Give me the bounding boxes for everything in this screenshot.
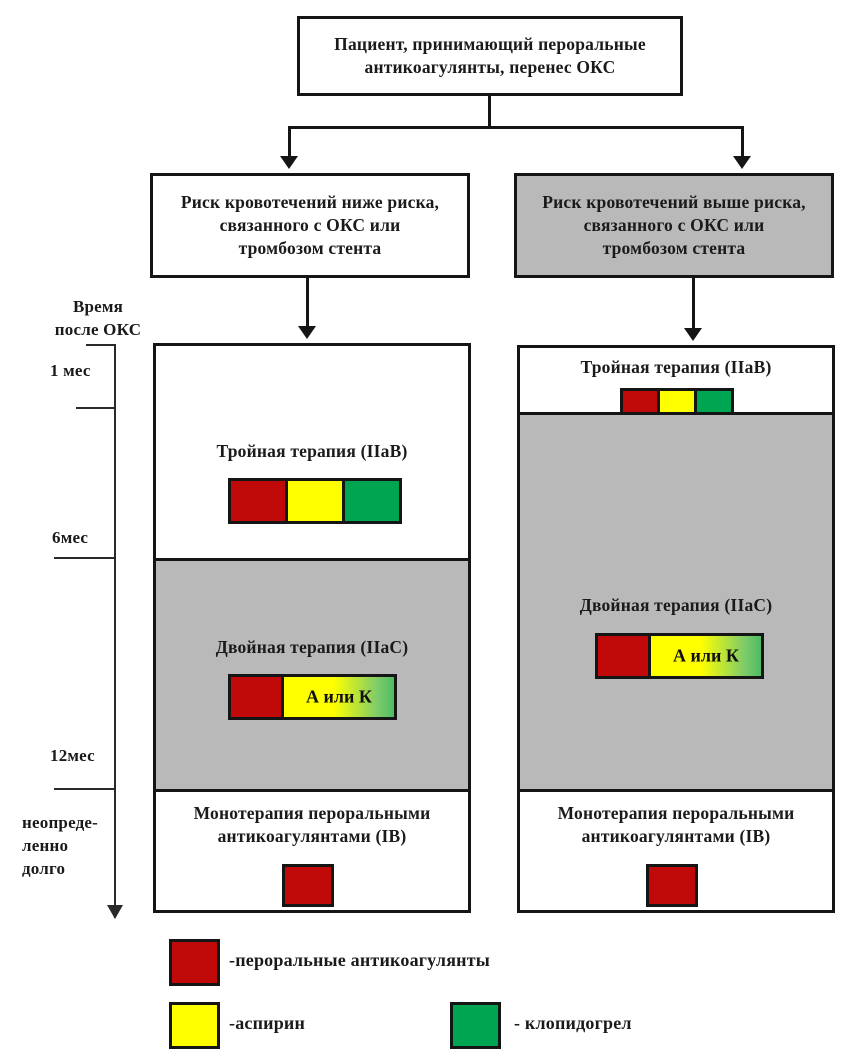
arrowhead-to-low-risk xyxy=(280,156,298,169)
timeline-label-6mes: 6мес xyxy=(52,528,89,547)
chip-oac-red xyxy=(282,864,334,907)
connector-down-left xyxy=(288,126,291,158)
divider-low-risk-triple-dual xyxy=(156,558,468,561)
section-low-risk-triple-title: Тройная терапия (IIaB) xyxy=(216,441,408,461)
timeline-label-1mes: 1 мес xyxy=(50,361,91,380)
arrowhead-high-risk-column xyxy=(684,328,702,341)
legend-label-clopidogrel: - клопидогрел xyxy=(514,1013,632,1033)
timeline-tick-6mes xyxy=(54,557,116,559)
therapy-column-high-risk: Тройная терапия (IIaB) Двойная терапия (… xyxy=(517,345,835,913)
chip-aspirin-or-clopidogrel: А или К xyxy=(648,636,761,676)
divider-high-risk-triple-dual xyxy=(520,412,832,415)
root-connector-stem xyxy=(488,96,491,128)
chips-low-risk-dual: А или К xyxy=(228,674,397,720)
timeline-axis xyxy=(114,344,116,918)
section-low-risk-mono-title: Монотерапия пероральными антикоагулянтам… xyxy=(193,803,431,847)
section-low-risk-mono: Монотерапия пероральными антикоагулянтам… xyxy=(156,792,468,910)
divider-low-risk-dual-mono xyxy=(156,789,468,792)
chips-high-risk-dual: А или К xyxy=(595,633,764,679)
chip-aspirin-or-clopidogrel-label: А или К xyxy=(306,686,372,707)
root-connector-bar xyxy=(288,126,744,129)
timeline-label-12mes: 12мес xyxy=(50,746,95,765)
chip-aspirin-or-clopidogrel-label: А или К xyxy=(673,645,739,666)
legend-swatch-clopidogrel xyxy=(450,1002,501,1049)
chip-clopidogrel-green xyxy=(342,481,399,521)
chip-aspirin-or-clopidogrel: А или К xyxy=(281,677,394,717)
section-high-risk-mono-title: Монотерапия пероральными антикоагулянтам… xyxy=(557,803,795,847)
branch-box-low-risk: Риск кровотечений ниже риска, связанного… xyxy=(150,173,470,278)
divider-high-risk-dual-mono xyxy=(520,789,832,792)
section-high-risk-mono: Монотерапия пероральными антикоагулянтам… xyxy=(520,792,832,910)
section-low-risk-dual: Двойная терапия (IIaC) А или К xyxy=(156,561,468,789)
legend-swatch-aspirin xyxy=(169,1002,220,1049)
legend-label-oac: -пероральные антикоагулянты xyxy=(229,950,491,970)
branch-box-low-risk-label: Риск кровотечений ниже риска, связанного… xyxy=(180,191,440,259)
chip-oac-red xyxy=(231,481,285,521)
chip-oac-red xyxy=(598,636,648,676)
connector-high-risk-to-column xyxy=(692,278,695,330)
connector-down-right xyxy=(741,126,744,158)
section-high-risk-triple: Тройная терапия (IIaB) xyxy=(520,348,832,425)
legend-swatch-oac xyxy=(169,939,220,986)
chips-low-risk-triple xyxy=(228,478,402,524)
chip-aspirin-yellow xyxy=(285,481,342,521)
arrowhead-low-risk-column xyxy=(298,326,316,339)
timeline-axis-arrowhead xyxy=(107,905,123,919)
therapy-column-low-risk: Тройная терапия (IIaB) Двойная терапия (… xyxy=(153,343,471,913)
section-low-risk-dual-title: Двойная терапия (IIaC) xyxy=(215,637,409,657)
legend-label-aspirin: -аспирин xyxy=(229,1013,306,1033)
timeline-tick-1mes xyxy=(76,407,116,409)
timeline-title: Время после ОКС xyxy=(54,297,142,339)
section-low-risk-triple: Тройная терапия (IIaB) xyxy=(156,346,468,558)
chip-oac-red xyxy=(646,864,698,907)
section-high-risk-dual: Двойная терапия (IIaC) А или К xyxy=(520,415,832,789)
chip-oac-red xyxy=(231,677,281,717)
section-high-risk-triple-title: Тройная терапия (IIaB) xyxy=(580,357,772,377)
branch-box-high-risk-label: Риск кровотечений выше риска, связанного… xyxy=(542,191,806,259)
timeline-label-indefinite: неопреде- ленно долго xyxy=(22,813,99,878)
section-high-risk-dual-title: Двойная терапия (IIaC) xyxy=(579,595,773,615)
connector-low-risk-to-column xyxy=(306,278,309,328)
timeline-tick-start xyxy=(86,344,116,346)
branch-box-high-risk: Риск кровотечений выше риска, связанного… xyxy=(514,173,834,278)
timeline-tick-12mes xyxy=(54,788,116,790)
arrowhead-to-high-risk xyxy=(733,156,751,169)
root-box: Пациент, принимающий пероральные антикоа… xyxy=(297,16,683,96)
root-box-label: Пациент, принимающий пероральные антикоа… xyxy=(334,33,646,77)
